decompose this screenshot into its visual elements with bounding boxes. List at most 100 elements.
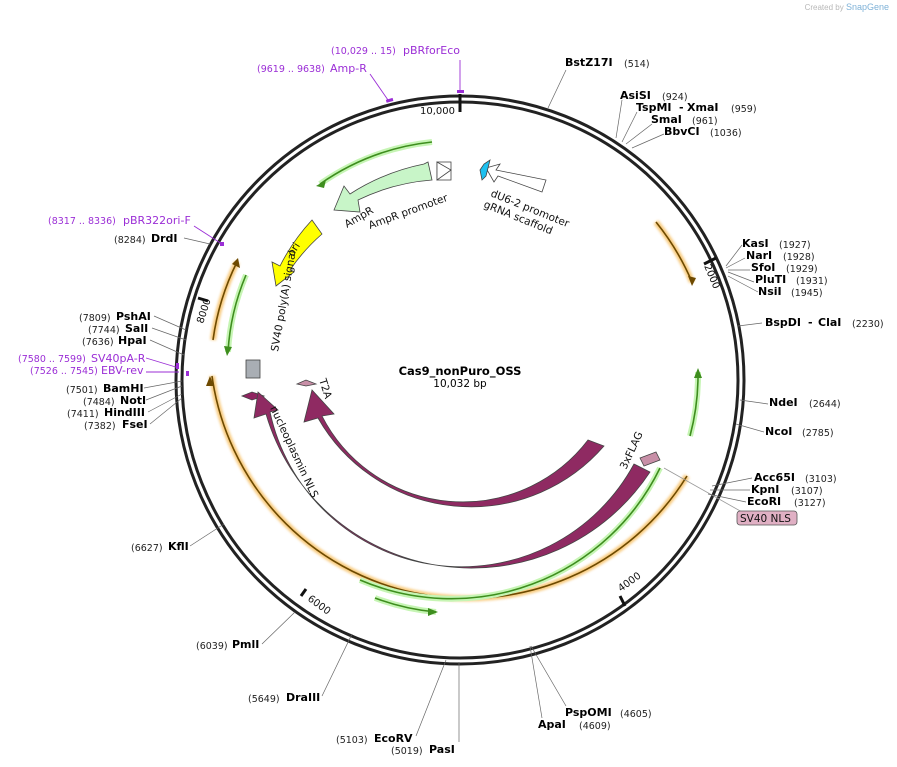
primer-position: (9619 .. 9638) — [257, 64, 325, 75]
enzyme-position: (7382) — [84, 421, 116, 432]
snapgene-logo: SnapGene — [845, 2, 889, 12]
enzyme-position: (961) — [692, 116, 718, 127]
primer-name[interactable]: Amp-R — [330, 62, 367, 75]
plasmid-name: Cas9_nonPuro_OSS — [399, 364, 522, 379]
primer-name[interactable]: pBR322ori-F — [123, 214, 191, 227]
enzyme-position: (1036) — [710, 128, 742, 139]
tick-label-10000: 10,000 — [420, 106, 455, 117]
enzyme-position: (1928) — [783, 252, 815, 263]
enzyme-name[interactable]: KflI — [168, 540, 189, 553]
enzyme-name[interactable]: SalI — [125, 322, 148, 335]
3xflag-feature[interactable] — [639, 451, 661, 467]
enzyme-name[interactable]: PmlI — [232, 638, 259, 651]
enzyme-name[interactable]: SfoI — [751, 261, 775, 274]
enzyme-position: (2644) — [809, 399, 841, 410]
primer-name[interactable]: SV40pA-R — [91, 352, 146, 365]
enzyme-name[interactable]: PshAI — [116, 310, 151, 323]
du6-2-promoter-feature[interactable] — [485, 163, 547, 193]
primer-name[interactable]: pBRforEco — [403, 44, 460, 57]
enzyme-name[interactable]: EcoRV — [374, 732, 413, 745]
primer-name[interactable]: EBV-rev — [101, 364, 144, 377]
enzyme-position: (514) — [624, 59, 650, 70]
enzyme-name[interactable]: DrdI — [151, 232, 178, 245]
cas9-outer-feature-arrow[interactable] — [253, 391, 651, 569]
nucleoplasmin-nls-feature[interactable] — [240, 391, 266, 401]
t2a-feature[interactable] — [295, 379, 318, 387]
enzyme-name[interactable]: TspMI — [636, 101, 672, 114]
enzyme-name[interactable]: NsiI — [758, 285, 782, 298]
enzyme-position: (8284) — [114, 235, 146, 246]
cas9-outer-label: Cas9 — [418, 574, 444, 586]
enzyme-position: (3103) — [805, 474, 837, 485]
primer-position: (8317 .. 8336) — [48, 216, 116, 227]
enzyme-position: (7501) — [66, 385, 98, 396]
feature-labels: AmpR AmpR promoter ori dU6-2 promoter gR… — [267, 188, 798, 586]
enzyme-position: (7636) — [82, 337, 114, 348]
primer-position: (7526 .. 7545) — [30, 366, 98, 377]
enzyme-name[interactable]: PspOMI — [565, 706, 612, 719]
enzyme-labels: BstZ17I (514) AsiSI (924) TspMI - XmaI (… — [66, 56, 884, 757]
enzyme-position: (959) — [731, 104, 757, 115]
ampr-feature-arrow[interactable] — [333, 161, 433, 213]
enzyme-name[interactable]: HindIII — [104, 406, 145, 419]
enzyme-position: (1927) — [779, 240, 811, 251]
enzyme-name[interactable]: NotI — [120, 394, 146, 407]
enzyme-position: (6039) — [196, 641, 228, 652]
enzyme-name[interactable]: BstZ17I — [565, 56, 613, 69]
enzyme-position: (924) — [662, 92, 688, 103]
created-by-text: Created by — [804, 3, 844, 12]
enzyme-position: (5019) — [391, 746, 423, 757]
enzyme-name[interactable]: XmaI — [687, 101, 718, 114]
sv40-nls-box[interactable] — [736, 510, 798, 526]
sv40-polya-feature[interactable] — [245, 359, 261, 379]
features — [240, 159, 661, 569]
enzyme-position: (2230) — [852, 319, 884, 330]
ampr-promoter-label: AmpR promoter — [367, 192, 450, 232]
enzyme-name[interactable]: BbvCI — [664, 125, 700, 138]
enzyme-name[interactable]: PasI — [429, 743, 455, 756]
plasmid-length: 10,032 bp — [433, 378, 487, 390]
grna-scaffold-feature[interactable] — [479, 159, 491, 181]
ori-feature-arrow[interactable] — [271, 219, 323, 287]
enzyme-name[interactable]: BspDI — [765, 316, 801, 329]
enzyme-position: (1931) — [796, 276, 828, 287]
primer-marks — [176, 90, 464, 376]
enzyme-name[interactable]: PluTI — [755, 273, 786, 286]
enzyme-name[interactable]: BamHI — [103, 382, 144, 395]
enzyme-name[interactable]: - — [808, 316, 813, 329]
enzyme-name[interactable]: NarI — [746, 249, 772, 262]
enzyme-name[interactable]: NcoI — [765, 425, 792, 438]
tick-label-8000: 8000 — [195, 297, 213, 325]
enzyme-position: (7809) — [79, 313, 111, 324]
enzyme-position: (7744) — [88, 325, 120, 336]
primer-labels: (10,029 .. 15) pBRforEco (9619 .. 9638) … — [18, 44, 460, 377]
enzyme-name[interactable]: AsiSI — [620, 89, 651, 102]
snapgene-watermark: Created by SnapGene — [805, 2, 889, 12]
enzyme-position: (5103) — [336, 735, 368, 746]
leader-lines — [143, 69, 769, 742]
enzyme-name[interactable]: ApaI — [538, 718, 566, 731]
enzyme-name[interactable]: KasI — [742, 237, 769, 250]
3xflag-label: 3xFLAG — [618, 430, 646, 471]
enzyme-name[interactable]: HpaI — [118, 334, 147, 347]
enzyme-name[interactable]: KpnI — [751, 483, 779, 496]
enzyme-position: (3127) — [794, 498, 826, 509]
enzyme-position: (3107) — [791, 486, 823, 497]
enzyme-position: (1945) — [791, 288, 823, 299]
enzyme-name[interactable]: ClaI — [818, 316, 841, 329]
enzyme-name[interactable]: DraIII — [286, 691, 320, 704]
enzyme-name[interactable]: - — [679, 101, 684, 114]
primer-leader-lines — [145, 60, 461, 373]
enzyme-position: (5649) — [248, 694, 280, 705]
enzyme-name[interactable]: NdeI — [769, 396, 798, 409]
enzyme-position: (4605) — [620, 709, 652, 720]
enzyme-position: (7484) — [83, 397, 115, 408]
cas9-inner-feature-arrow[interactable] — [303, 389, 605, 508]
enzyme-position: (2785) — [802, 428, 834, 439]
enzyme-name[interactable]: FseI — [122, 418, 148, 431]
enzyme-name[interactable]: Acc65I — [754, 471, 795, 484]
enzyme-name[interactable]: EcoRI — [747, 495, 781, 508]
primer-position: (7580 .. 7599) — [18, 354, 86, 365]
enzyme-name[interactable]: SmaI — [651, 113, 682, 126]
